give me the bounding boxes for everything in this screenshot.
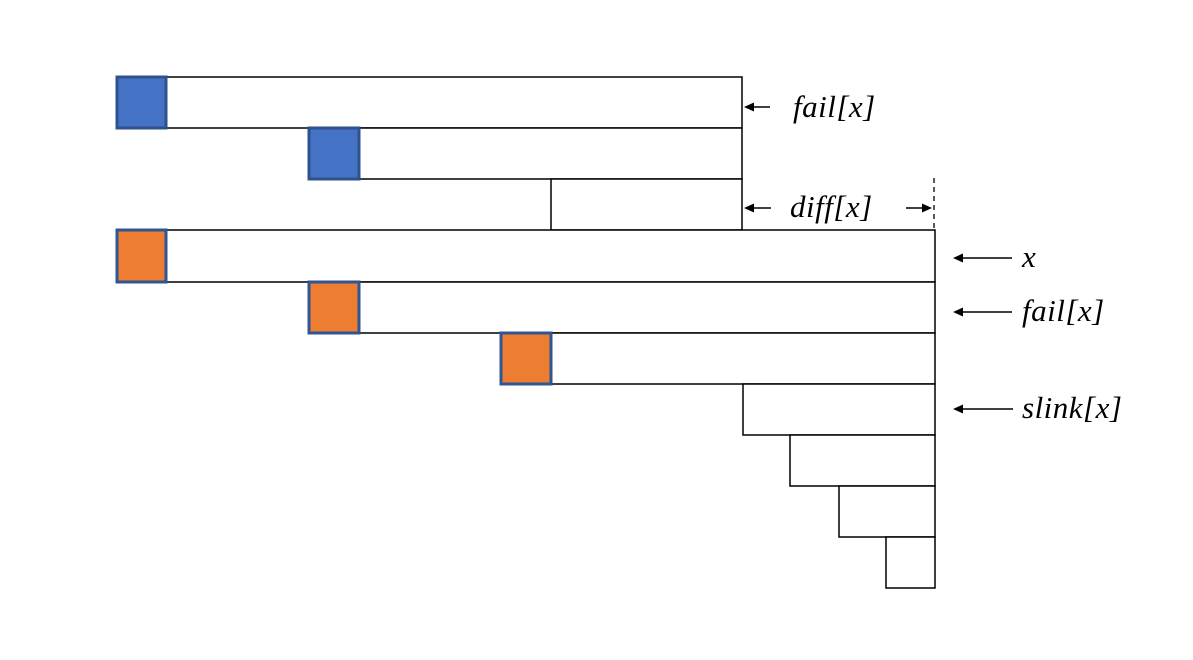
fail-x-top-arrow-head bbox=[744, 102, 754, 112]
string-bar-x bbox=[116, 229, 936, 283]
pattern-bar-3 bbox=[550, 178, 743, 231]
fail-x-mid-label: fail[x] bbox=[1022, 293, 1105, 328]
orange-marker-1 bbox=[115, 228, 168, 284]
fail-x-top-label: fail[x] bbox=[793, 89, 876, 124]
slink-x-label: slink[x] bbox=[1022, 390, 1122, 425]
diff-x-left-arrow-head bbox=[744, 203, 754, 213]
pattern-bar-fail-top bbox=[116, 76, 743, 129]
blue-marker-1 bbox=[115, 75, 168, 130]
orange-marker-2 bbox=[307, 280, 361, 335]
slink-x-arrow-head bbox=[953, 404, 963, 414]
string-bar-3 bbox=[500, 332, 936, 385]
string-bar-fail bbox=[308, 281, 936, 334]
diff-x-label: diff[x] bbox=[790, 189, 873, 224]
blue-marker-2 bbox=[307, 126, 361, 181]
stair-bar-2 bbox=[789, 434, 936, 487]
x-arrow-head bbox=[953, 253, 963, 263]
stair-bar-slink bbox=[742, 383, 936, 436]
pattern-bar-2 bbox=[308, 127, 743, 180]
diff-x-right-arrow-head bbox=[922, 203, 932, 213]
orange-marker-3 bbox=[499, 331, 553, 386]
fail-x-mid-arrow-head bbox=[953, 307, 963, 317]
stair-bar-4 bbox=[885, 536, 936, 589]
stair-bar-3 bbox=[838, 485, 936, 538]
x-label: x bbox=[1021, 239, 1036, 274]
